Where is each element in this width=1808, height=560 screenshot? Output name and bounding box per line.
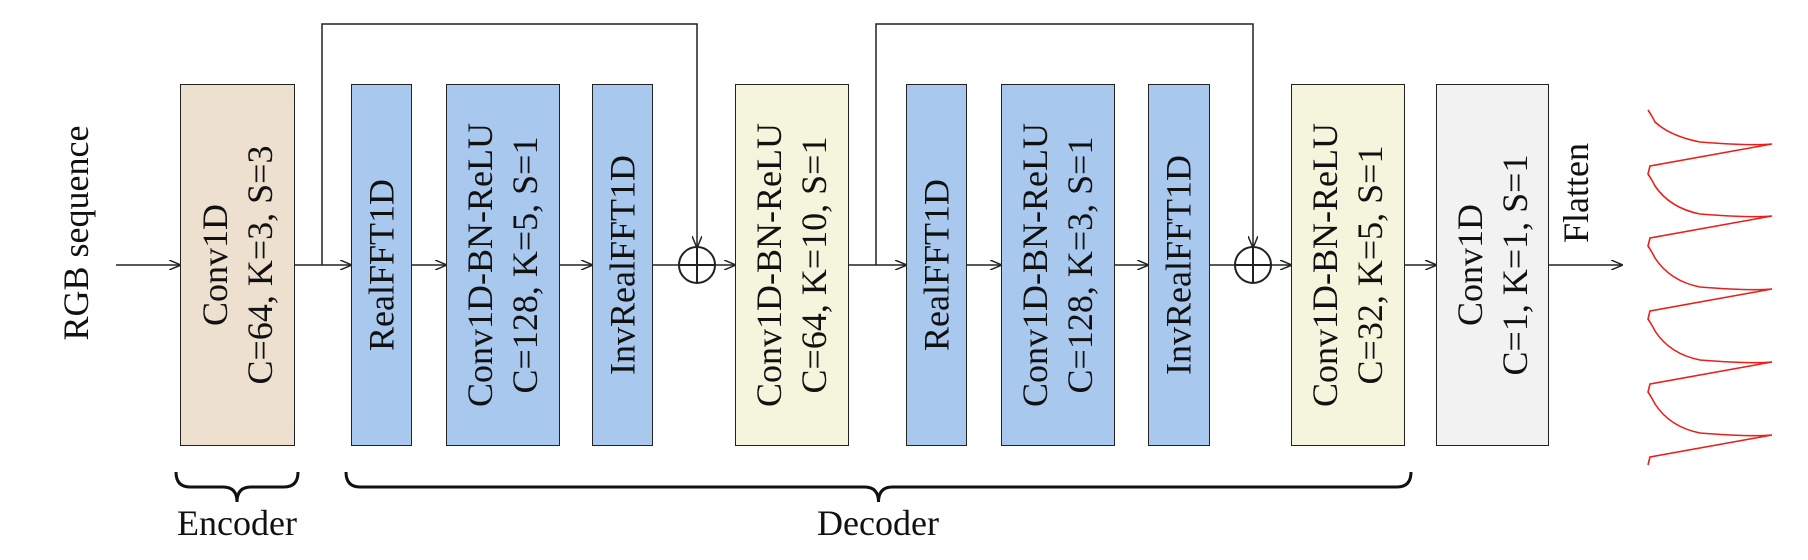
add-operation-icon: [678, 246, 716, 284]
block-text-line: RealFFT1D: [916, 178, 956, 352]
block-text-line: C=64, K=3, S=3: [239, 145, 280, 385]
output-label: Flatten: [1556, 143, 1596, 243]
block-text-line: Conv1D-BN-ReLU: [1015, 123, 1055, 407]
block-text-line: C=32, K=5, S=1: [1350, 145, 1390, 385]
realfft1d-block-2: RealFFT1D: [906, 84, 967, 446]
realfft1d-block-1: RealFFT1D: [351, 84, 412, 446]
block-text-line: InvRealFFT1D: [1158, 155, 1199, 375]
decoder-brace: [344, 471, 1413, 503]
invrealfft1d-block-2: InvRealFFT1D: [1148, 84, 1210, 446]
block-text-line: Conv1D-BN-ReLU: [460, 123, 500, 407]
encoder-group-label: Encoder: [177, 503, 297, 543]
block-text-line: InvRealFFT1D: [602, 155, 642, 375]
skip-connection: [875, 23, 1253, 265]
input-label: RGB sequence: [56, 125, 96, 341]
skip-connection: [321, 23, 697, 265]
block-text-line: C=128, K=3, S=1: [1060, 136, 1100, 394]
output-signal-waveform: [1647, 109, 1773, 466]
block-text-line: Conv1D: [194, 203, 235, 327]
decoder-group-label: Decoder: [817, 503, 939, 543]
block-text-line: RealFFT1D: [361, 178, 401, 352]
block-text-line: Conv1D: [1449, 203, 1490, 327]
block-text-line: C=64, K=10, S=1: [794, 136, 834, 394]
block-text-line: C=128, K=5, S=1: [505, 136, 545, 394]
add-operation-icon: [1234, 246, 1272, 284]
invrealfft1d-block-1: InvRealFFT1D: [592, 84, 653, 446]
block-text-line: C=1, K=1, S=1: [1494, 154, 1535, 376]
block-text-line: Conv1D-BN-ReLU: [749, 123, 789, 407]
encoder-brace: [174, 471, 300, 503]
block-text-line: Conv1D-BN-ReLU: [1305, 123, 1345, 407]
